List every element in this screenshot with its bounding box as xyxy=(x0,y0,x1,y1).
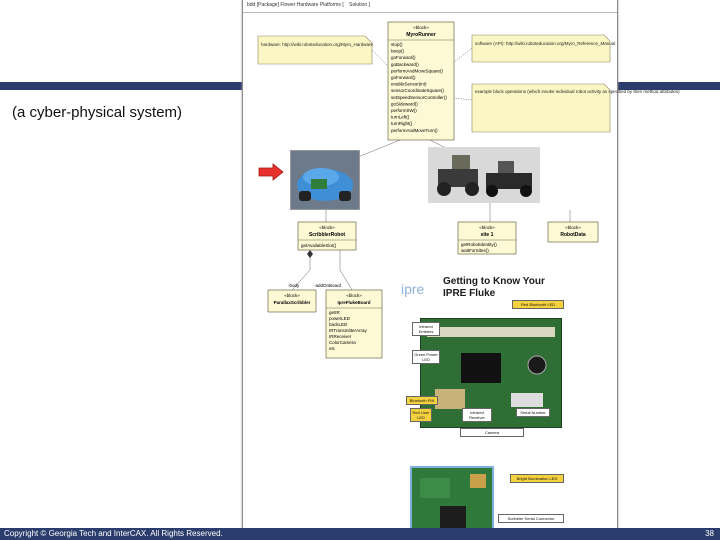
ipre-logo-icon: ipre xyxy=(401,281,425,297)
robotdata-name: RobotData xyxy=(560,232,585,238)
parallax-block: «block» ParallaxScribbler xyxy=(267,289,317,313)
fluke-attribute: ColorCamera xyxy=(329,340,356,345)
poster-callout-label: Camera xyxy=(460,428,524,437)
myro-operation: goForward() xyxy=(391,75,416,80)
myro-operation: stop() xyxy=(391,42,403,47)
fluke-attribute: IRReceiver xyxy=(329,334,352,339)
role-body: -body xyxy=(288,283,300,288)
poster-callout-label: Bright Illumination LED xyxy=(510,474,564,483)
poster-callout-label: Green Power LED xyxy=(412,350,440,364)
poster-callout-label: Infrared Emitters xyxy=(412,322,440,336)
role-addon: -addOnBoard xyxy=(314,283,342,288)
myro-operation: goForward() xyxy=(391,55,416,60)
myro-operation: performAndMoveTurn() xyxy=(391,128,438,133)
myro-stereotype: «block» xyxy=(413,25,429,30)
page-number: 38 xyxy=(705,529,714,538)
poster-title-line2: IPRE Fluke xyxy=(443,288,496,299)
parallax-stereotype: «block» xyxy=(284,293,300,298)
site-op-2: waitForSites() xyxy=(461,248,489,253)
myro-operation: turnLeft() xyxy=(391,115,410,120)
poster-callout-label: Red User LED xyxy=(410,408,432,422)
fluke-attribute: IRTransmitterArray xyxy=(329,328,368,333)
robot-kits-photo xyxy=(428,147,540,203)
fluke-name: IpreFlukeBoard xyxy=(337,300,370,305)
fluke-back-photo xyxy=(410,466,494,536)
note-software-text: software (API): http://wiki.roboteducati… xyxy=(475,41,615,46)
myro-operation: goSideward() xyxy=(391,101,418,106)
note-software: software (API): http://wiki.roboteducati… xyxy=(471,34,615,63)
tab-label: bdd [Package] Flower Hardware Platforms … xyxy=(247,2,344,8)
myro-block: «block» MyroRunner stop()beep()goForward… xyxy=(387,21,455,141)
myro-operation: beep() xyxy=(391,49,405,54)
site-block: «block» site 1 getRobotIdentity() waitFo… xyxy=(457,221,517,255)
myro-operation: sensorCoordinateSquare() xyxy=(391,88,445,93)
fluke-attribute: backLED xyxy=(329,322,348,327)
myro-operation: enableSensor(int) xyxy=(391,82,427,87)
scribbler-robot-photo xyxy=(290,150,360,210)
robotdata-block: «block» RobotData xyxy=(547,221,599,243)
myro-operation: performSW() xyxy=(391,108,417,113)
scribbler-op: getAvailableSlot() xyxy=(301,243,337,248)
scribbler-name: ScribblerRobot xyxy=(309,232,345,238)
myro-operation: turnRight() xyxy=(391,121,413,126)
poster-title-line1: Getting to Know Your xyxy=(443,276,545,287)
note-behavior: example block operations (which invoke i… xyxy=(471,83,680,133)
robotdata-stereotype: «block» xyxy=(565,225,581,230)
poster-title: Getting to Know Your IPRE Fluke xyxy=(443,276,545,300)
slide-subtitle: (a cyber-physical system) xyxy=(12,104,183,121)
svg-text:ipre: ipre xyxy=(401,281,425,297)
poster-callout-label: Scribbler Serial Connector xyxy=(498,514,564,523)
fluke-attribute: powerLED xyxy=(329,316,351,321)
myro-operation: performAndMoveSquare() xyxy=(391,68,444,73)
myro-name: MyroRunner xyxy=(406,32,436,38)
scribbler-block: «block» ScribblerRobot getAvailableSlot(… xyxy=(297,221,357,251)
fluke-stereotype: «block» xyxy=(346,293,362,298)
myro-operation: goBackward() xyxy=(391,62,419,67)
note-hardware: hardware: http://wiki.roboteducation.org… xyxy=(257,35,374,65)
fluke-block: «block» IpreFlukeBoard getIRpowerLEDback… xyxy=(325,289,383,359)
poster-callout-label: Infrared Receiver xyxy=(462,408,492,422)
site-stereotype: «block» xyxy=(479,225,495,230)
poster-callout-label: Red Bluetooth LED xyxy=(512,300,564,309)
tab-label-2: Solution ] xyxy=(349,2,370,8)
diagram-tab-bar: bdd [Package] Flower Hardware Platforms … xyxy=(243,2,617,13)
site-op-1: getRobotIdentity() xyxy=(461,242,497,247)
copyright-text: Copyright © Georgia Tech and InterCAX. A… xyxy=(4,529,223,538)
fluke-attribute: etc xyxy=(329,346,336,351)
myro-operation: setSpeedSensorController() xyxy=(391,95,447,100)
note-hardware-text-1: hardware: http://wiki.roboteducation.org… xyxy=(261,42,374,47)
note-behavior-text: example block operations (which invoke i… xyxy=(475,89,680,94)
parallax-name: ParallaxScribbler xyxy=(274,300,311,305)
site-name: site 1 xyxy=(481,232,494,238)
fluke-attribute: getIR xyxy=(329,310,341,315)
poster-callout-label: Serial Number xyxy=(516,408,550,417)
red-arrow-icon xyxy=(258,163,284,181)
poster-callout-label: Bluetooth PIN xyxy=(406,396,438,405)
footer-bar: Copyright © Georgia Tech and InterCAX. A… xyxy=(0,528,720,540)
scribbler-stereotype: «block» xyxy=(319,225,335,230)
